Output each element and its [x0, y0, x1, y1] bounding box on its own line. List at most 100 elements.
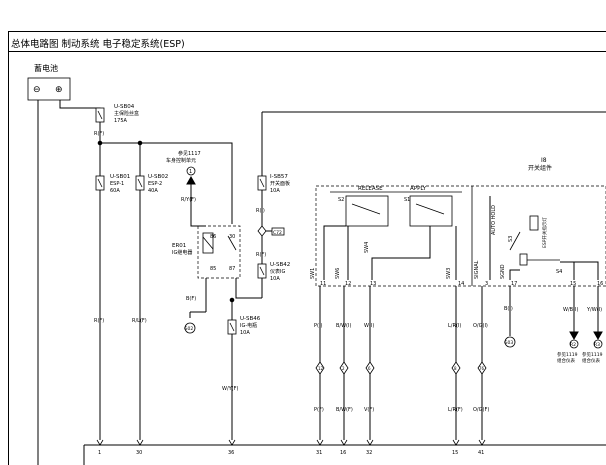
ref-r3-desc: 组合仪表 [582, 357, 600, 364]
fuse-usb02-rating: 40A [148, 188, 158, 194]
connector-c72-label: C72 [273, 230, 282, 236]
ground-g02-label: G02 [184, 326, 193, 332]
wire-label-ywi: Y/W(I) [586, 307, 602, 313]
relay-output-wire [235, 278, 262, 299]
fuse-usb42-desc: 仪表IG [270, 268, 285, 275]
ref-r3-marker [593, 339, 603, 349]
relay-pin-30: 30 [229, 234, 235, 240]
fuse-usb01-desc: ESP-1 [110, 181, 124, 187]
inline-connector-8 [451, 361, 461, 375]
bcm-ref-marker [186, 166, 196, 176]
ground-g02-icon [184, 322, 196, 334]
bottom-pin-15: 15 [452, 450, 458, 456]
battery-label: 蓄电池 [34, 63, 58, 73]
switch-contacts [351, 203, 445, 215]
pin-sw1-signal: SW1 [310, 268, 316, 279]
relay-er01-frame [197, 225, 241, 279]
autohold-label: AUTO HOLD [491, 205, 497, 235]
inline-connector-2-label: 2 [342, 366, 345, 371]
pin-sgnd-signal: SGND [500, 264, 506, 279]
fuse-usb42-link [259, 266, 265, 276]
inline-connector-76-label: 76 [479, 366, 485, 371]
bottom-pin-41: 41 [478, 450, 484, 456]
bottom-pin-30: 30 [136, 450, 142, 456]
fuse-isb57-id: I-SB57 [270, 174, 288, 180]
switch-sw4-label: SW4 [364, 242, 370, 253]
wire-label-bwi: B/W(I) [336, 323, 351, 329]
wire-label-ogi: O/G(I) [473, 323, 488, 329]
fuse-usb01-rating: 60A [110, 188, 120, 194]
fuse-usb04-rating: 175A [114, 118, 128, 124]
wire-label-bf: B(F) [186, 296, 196, 302]
switch-s2-label: S2 [338, 197, 344, 203]
wire-label-lri: L/R(I) [448, 323, 461, 329]
junction-dot [229, 297, 235, 303]
inline-connector-76 [477, 361, 487, 375]
pin-3: 3 [485, 281, 488, 287]
wire-label-bi: B(I) [504, 306, 513, 312]
fuse-usb02-desc: ESP-2 [148, 181, 162, 187]
pin-16: 16 [597, 281, 603, 287]
battery-plus-icon: ⊕ [55, 85, 63, 95]
ref-r2-text: 参见1119 [557, 351, 578, 358]
relay-pin-86: 86 [210, 234, 216, 240]
page-title: 总体电路图 制动系统 电子稳定系统(ESP) [11, 39, 185, 50]
wire-label-pi: P(I) [314, 323, 322, 329]
ref-r2-desc: 组合仪表 [557, 357, 575, 364]
relay-pin-85: 85 [210, 266, 216, 272]
inline-connector-12-label: 12 [318, 366, 324, 371]
bottom-connector-pins [96, 439, 486, 446]
bcm-ref-text: 参见1117 [178, 150, 201, 157]
pin-11: 11 [320, 281, 326, 287]
fuse-usb42-rating: 10A [270, 276, 280, 282]
battery-symbol [27, 77, 71, 101]
wire-label-bwf: B/W(F) [336, 407, 353, 413]
relay-id: ER01 [172, 243, 186, 249]
wire-label-wbi: W/B(I) [563, 307, 578, 313]
bottom-pin-31: 31 [316, 450, 322, 456]
pin16-internal [574, 261, 599, 280]
fuse-isb57-link [259, 178, 265, 188]
ref-r3-arrow-icon [593, 331, 603, 341]
wire-label-rf-1: R(F) [94, 131, 104, 137]
connector-c72-box [271, 227, 285, 236]
ground-g03-icon [504, 336, 516, 348]
bottom-pin-32: 32 [366, 450, 372, 456]
ref-r3-marker-label: R3 [594, 342, 600, 348]
wire-label-rlf: R/L(F) [132, 318, 147, 324]
fuse-usb46-id: U-SB46 [240, 316, 261, 322]
bcm-ref-desc: 车身控制单元 [166, 157, 196, 164]
esp-lamp-resistor [529, 215, 539, 231]
fuse-usb04-desc: 主保险丝盒 [114, 110, 139, 117]
relay-contact-icon [227, 235, 237, 251]
pin-14: 14 [458, 281, 464, 287]
ground-g03-label: G03 [504, 340, 513, 346]
wire-label-ryf: R/Y(F) [181, 197, 196, 203]
esp-lamp-label: ESP开关指示灯 [541, 217, 548, 248]
relay-coil-hatch [202, 236, 214, 250]
pin-12: 12 [345, 281, 351, 287]
fuse-isb57-rating: 10A [270, 188, 280, 194]
pin-signal: SIGNAL [474, 260, 480, 279]
pin-17: 17 [511, 281, 517, 287]
pin-sw6-signal: SW6 [335, 268, 341, 279]
main-bus-wire [100, 142, 233, 224]
sgnd-internal [509, 269, 520, 280]
battery-positive-wire [59, 100, 101, 128]
wire-label-pf: P(F) [314, 407, 324, 413]
apply-label: APPLY [410, 186, 427, 192]
relay-pin-87: 87 [229, 266, 235, 272]
release-label: RELEASE [358, 186, 383, 192]
wire-label-vf: V(F) [364, 407, 374, 413]
wire-label-lrf: L/R(F) [448, 407, 463, 413]
inline-connector-12 [315, 361, 325, 375]
bcm-ref-arrow-icon [186, 175, 196, 185]
fuse-usb01-id: U-SB01 [110, 174, 130, 180]
ref-r3-text: 参见1119 [582, 351, 603, 358]
s3-contact [509, 231, 521, 251]
esp-lamp-diode-icon [519, 253, 528, 266]
battery-minus-icon: ⊖ [33, 85, 41, 95]
bottom-pin-16: 16 [340, 450, 346, 456]
wire-label-wi: W(I) [364, 323, 374, 329]
